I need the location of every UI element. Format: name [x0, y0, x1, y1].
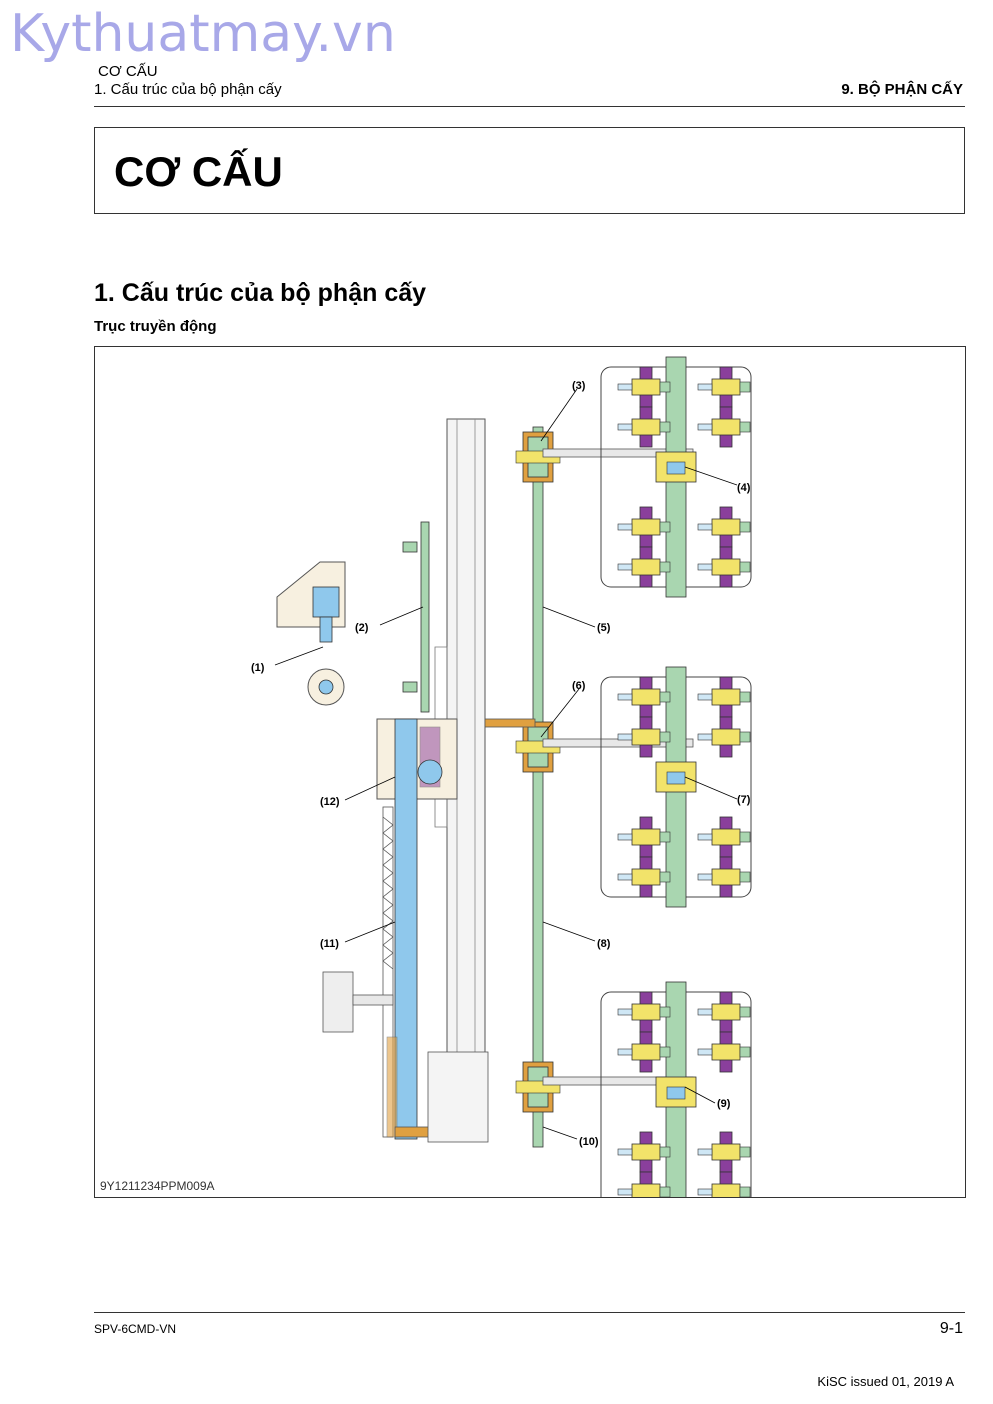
label-3: (3)	[572, 380, 586, 392]
label-1: (1)	[251, 662, 265, 674]
section-title: 1. Cấu trúc của bộ phận cấy	[94, 279, 427, 307]
watermark: Kythuatmay.vn	[10, 4, 396, 64]
figure-frame: (1) (2) (3) (4) (5) (6) (7) (8) (9) (10)…	[94, 346, 966, 1198]
header-divider	[94, 106, 965, 107]
label-5: (5)	[597, 622, 611, 634]
page-title-box: CƠ CẤU	[94, 127, 965, 214]
label-7: (7)	[737, 794, 751, 806]
drive-shaft-diagram: (1) (2) (3) (4) (5) (6) (7) (8) (9) (10)…	[251, 347, 965, 1197]
label-10: (10)	[579, 1136, 599, 1148]
subsection-title: Trục truyền động	[94, 318, 217, 335]
label-6: (6)	[572, 680, 586, 692]
label-12: (12)	[320, 796, 340, 808]
label-11: (11)	[320, 938, 339, 950]
header-chapter: 9. BỘ PHẬN CẤY	[841, 81, 963, 98]
label-4: (4)	[737, 482, 751, 494]
header-subsection: 1. Cấu trúc của bộ phận cấy	[94, 81, 282, 98]
label-8: (8)	[597, 938, 611, 950]
footer-divider	[94, 1312, 965, 1313]
header-section: CƠ CẤU	[98, 63, 158, 80]
footer-issued: KiSC issued 01, 2019 A	[817, 1374, 954, 1389]
footer-doc-code: SPV-6CMD-VN	[94, 1322, 177, 1336]
label-2: (2)	[355, 622, 369, 634]
page-title: CƠ CẤU	[114, 148, 283, 195]
figure-code: 9Y1211234PPM009A	[100, 1179, 215, 1193]
footer-page-number: 9-1	[939, 1320, 963, 1337]
label-9: (9)	[717, 1098, 731, 1110]
